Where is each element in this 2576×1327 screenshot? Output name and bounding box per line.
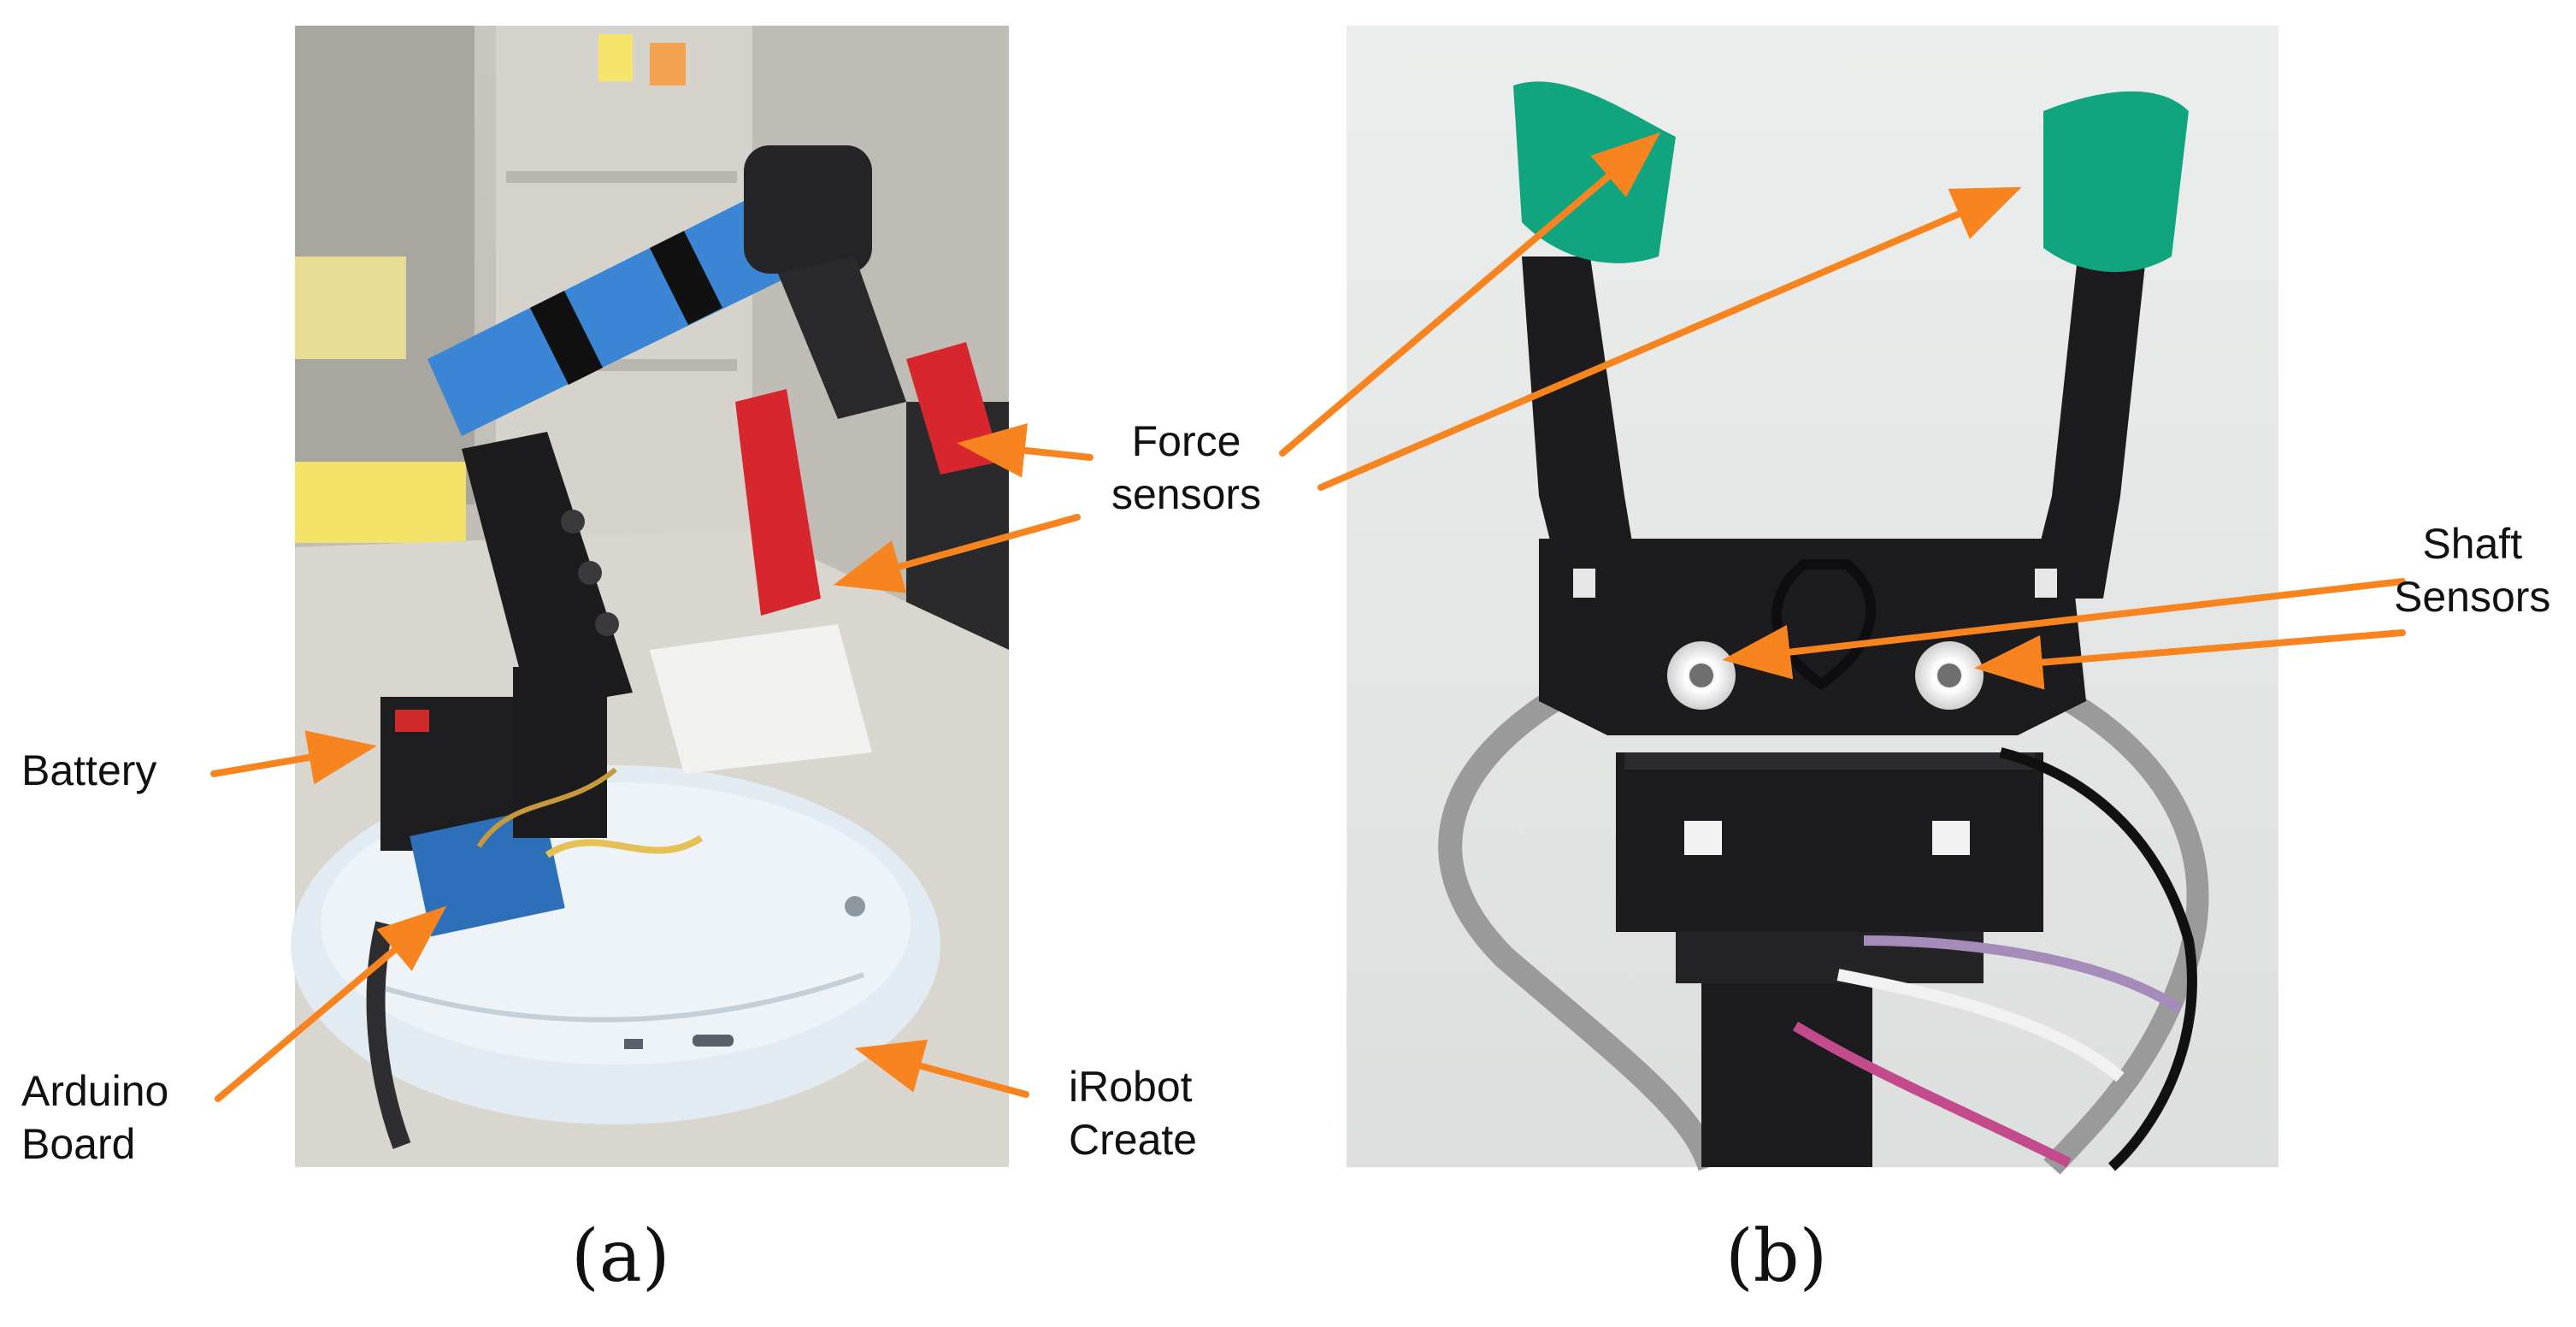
arrow-shaft-right [1974,629,2406,690]
label-shaft-sensors: Shaft Sensors [2394,517,2550,623]
arrow-force-sensor-a2 [833,514,1081,593]
servo-block [1616,752,2043,932]
gripper-arm-right [2026,257,2146,599]
label-force-sensors-line1: Force [1131,417,1241,465]
annotation-arrows [210,132,2406,1102]
gripper-body [778,257,906,419]
gripper-arm-left [1522,257,1642,599]
label-irobot-line1: iRobot [1069,1063,1193,1111]
arrow-battery [210,730,377,785]
label-arduino-line1: Arduino [21,1067,169,1115]
label-force-sensors: Force sensors [1111,415,1261,521]
photo-b [1347,26,2278,1175]
wire-white [1836,969,2125,1082]
arrow-arduino [215,905,447,1102]
paper-on-table [650,624,872,774]
wire-purple [1863,935,2184,1013]
caption-b: (b) [1725,1214,1828,1298]
label-battery: Battery [21,746,157,794]
arrow-force-sensor-a1 [957,423,1093,478]
arm-lower-link [462,432,633,710]
arduino-board [410,807,565,937]
label-irobot-create: iRobot Create [1069,1060,1197,1166]
arrow-force-sensor-b2 [1317,186,2022,491]
gripper-finger-left [735,389,821,616]
label-irobot-line2: Create [1069,1116,1198,1164]
sticky-note-yellow [598,34,633,81]
paper-stack [295,257,406,359]
label-arduino-line2: Board [21,1120,136,1168]
label-shaft-line1: Shaft [2422,520,2523,568]
label-arduino-board: Arduino Board [21,1065,168,1171]
arm-wrist [744,145,872,274]
wire-black [1999,747,2197,1171]
arm-upper-link [427,197,795,436]
yellow-folder [295,462,466,543]
lower-servo [1701,983,1872,1167]
ribbon-cable-left [1438,673,1722,1171]
arrow-irobot [854,1039,1029,1098]
force-pad-right [2043,91,2189,273]
wire-pink [1792,1021,2072,1168]
arrow-shaft-left [1722,578,2406,680]
arrow-force-sensor-b1 [1279,132,1661,457]
caption-a: (a) [571,1214,670,1298]
sticky-note-orange [650,43,686,86]
label-shaft-line2: Sensors [2394,573,2551,621]
label-force-sensors-line2: sensors [1111,470,1262,518]
cable-bundle [1771,559,1877,691]
photo-a [291,26,1009,1167]
